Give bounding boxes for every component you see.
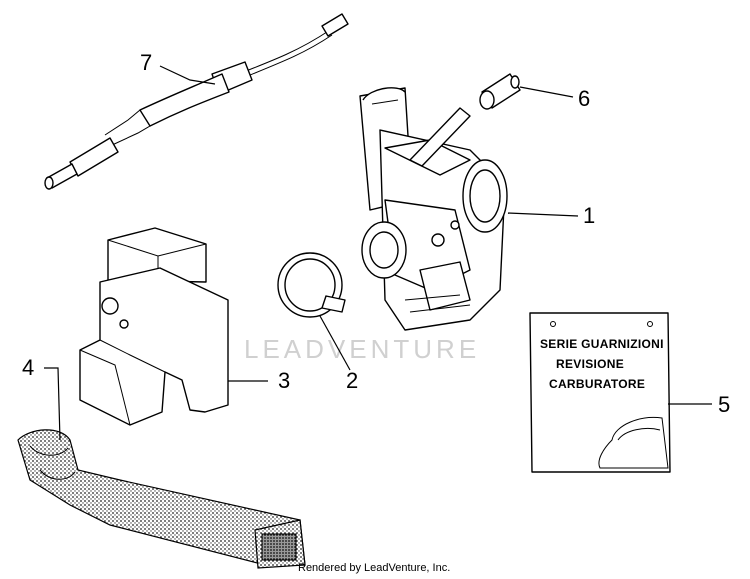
callout-6: 6 xyxy=(578,86,590,111)
callouts: 7 6 1 2 3 4 5 xyxy=(22,50,730,417)
leader-7 xyxy=(159,65,216,85)
part-1-carburetor xyxy=(359,87,508,331)
part-6-cap xyxy=(479,73,521,110)
watermark-text: LEADVENTURE xyxy=(244,334,480,364)
leader-lines xyxy=(44,65,712,441)
kit-label-line1: SERIE GUARNIZIONI xyxy=(540,337,664,351)
part-4-intake-hose xyxy=(17,429,306,569)
leader-1 xyxy=(507,212,579,217)
kit-label-line2: REVISIONE xyxy=(556,357,624,371)
callout-5: 5 xyxy=(718,392,730,417)
watermark: LEADVENTURE xyxy=(244,334,480,364)
part-2-hose-clamp xyxy=(277,252,346,318)
callout-3: 3 xyxy=(278,368,290,393)
part-5-gasket-kit: SERIE GUARNIZIONI REVISIONE CARBURATORE xyxy=(529,312,671,473)
footer-credit: Rendered by LeadVenture, Inc. xyxy=(298,562,450,574)
callout-2: 2 xyxy=(346,368,358,393)
leader-6 xyxy=(519,86,574,98)
callout-7: 7 xyxy=(140,50,152,75)
callout-4: 4 xyxy=(22,355,34,380)
leader-4 xyxy=(44,367,61,441)
callout-1: 1 xyxy=(583,203,595,228)
part-7-throttle-cable xyxy=(44,13,349,190)
part-3-block xyxy=(79,227,229,426)
kit-label-line3: CARBURATORE xyxy=(549,377,645,391)
leader-2 xyxy=(319,315,351,371)
